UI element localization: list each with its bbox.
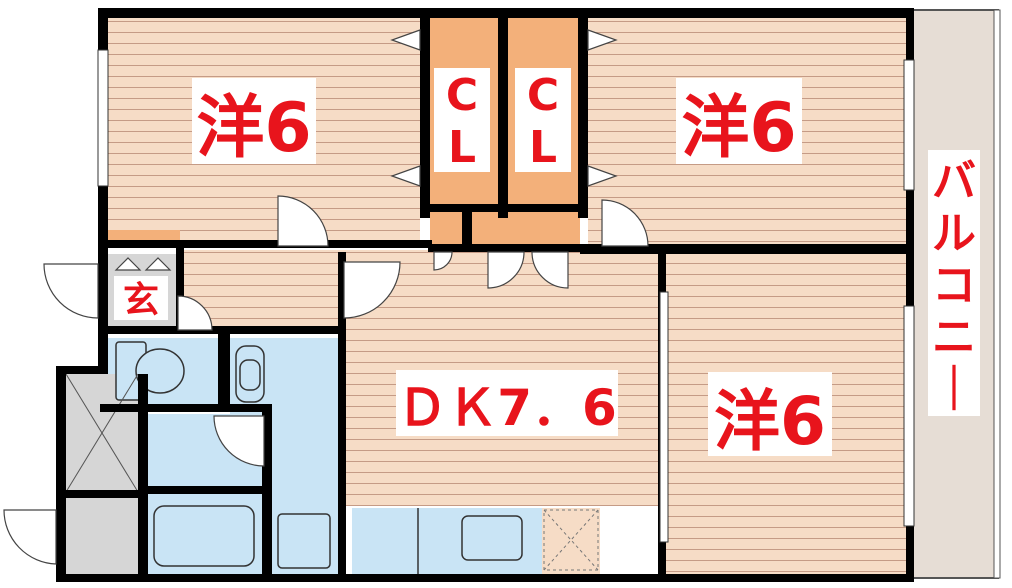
label-closet-left-l: L [448, 122, 476, 173]
door-swings [3, 195, 649, 565]
balcony-char: ｜ [932, 364, 976, 415]
stove-area [542, 508, 600, 576]
label-closet-left-c: C [446, 70, 478, 121]
balcony-char: ル [932, 208, 976, 259]
label-western-top-right: 洋6 [681, 89, 796, 168]
label-bg-entrance [114, 276, 168, 320]
balcony [911, 9, 1001, 579]
label-western-bottom-right: 洋6 [714, 383, 826, 460]
storage-small-left [430, 212, 466, 246]
label-bg-dk [396, 370, 618, 436]
label-western-top-left: 洋6 [196, 89, 311, 168]
label-bg-closet-left [434, 68, 490, 172]
label-entrance: 玄 [123, 280, 159, 321]
storage-bottom-left [66, 498, 138, 576]
label-bg-top-left [192, 78, 316, 164]
label-bg-bottom-right [708, 372, 832, 456]
balcony-char: ニ [932, 312, 976, 363]
balcony-char: コ [932, 260, 976, 311]
pipe-space-cross [65, 373, 139, 493]
label-closet-right-l: L [529, 122, 557, 173]
closet-door-marks [114, 29, 618, 271]
balcony-char: バ [932, 156, 976, 207]
label-balcony: バルコニ｜ [932, 156, 976, 415]
label-bg-closet-right [515, 68, 571, 172]
windows [97, 49, 915, 543]
label-closet-right-c: C [527, 70, 559, 121]
storage-small-right [472, 212, 580, 246]
label-dining-kitchen: ＤＫ7．6 [397, 379, 617, 437]
label-bg-balcony [928, 150, 980, 416]
fixtures [115, 341, 523, 576]
room-labels: 洋6 C L C L 洋6 玄 ＤＫ7．6 洋6 バルコニ｜ [114, 68, 980, 460]
stove-mark [543, 509, 599, 571]
label-bg-top-right [676, 78, 802, 164]
